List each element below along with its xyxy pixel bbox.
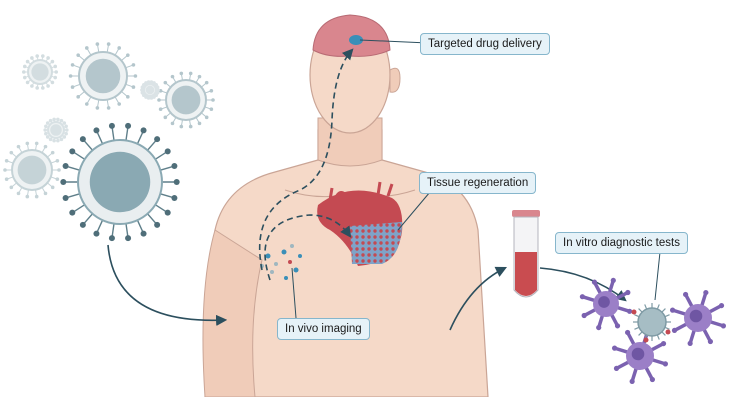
label-in-vivo-imaging: In vivo imaging xyxy=(277,318,370,340)
arm xyxy=(203,230,262,397)
nanoparticle-icon xyxy=(60,123,179,241)
ear xyxy=(390,68,400,92)
immune-cell-icon xyxy=(612,328,668,384)
label-tissue-regeneration: Tissue regeneration xyxy=(419,172,536,194)
nanoparticle-icon xyxy=(157,72,215,129)
immune-cell-icons xyxy=(580,278,726,384)
nanoparticle-icon xyxy=(140,80,160,100)
label-targeted-drug-delivery: Targeted drug delivery xyxy=(420,33,550,55)
nanoparticle-icon xyxy=(69,42,137,109)
nanoparticle-icon xyxy=(22,54,58,90)
nanoparticle-icon xyxy=(3,142,61,199)
immune-cell-icon xyxy=(580,278,632,330)
label-in-vitro-diagnostic-tests: In vitro diagnostic tests xyxy=(555,232,688,254)
immune-cell-icon xyxy=(670,290,726,346)
test-tube-icon xyxy=(512,210,540,297)
nanoparticle-icon xyxy=(632,303,672,343)
nanoparticle-icon xyxy=(43,118,68,143)
nanoparticle-icons xyxy=(3,42,215,241)
leader-in-vitro xyxy=(655,252,660,300)
